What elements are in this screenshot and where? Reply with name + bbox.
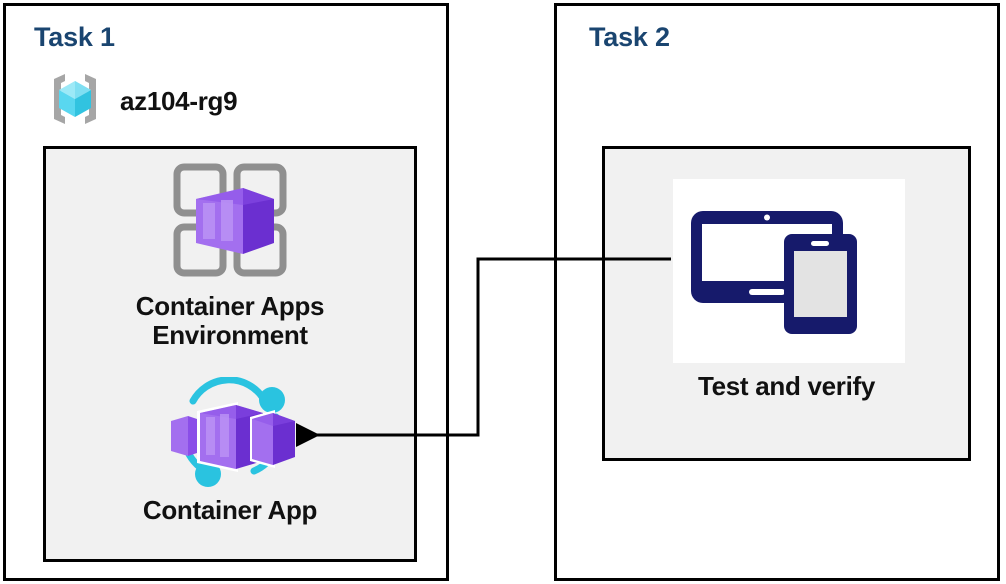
container-app-icon — [155, 376, 305, 492]
task-2-title: Task 2 — [589, 22, 670, 52]
resource-group-row: az104-rg9 — [42, 66, 238, 137]
node-container-app[interactable]: Container App — [46, 376, 414, 525]
container-apps-environment-label: Container Apps Environment — [135, 291, 325, 351]
resource-group-icon — [42, 66, 108, 137]
container-apps-environment-icon — [169, 159, 291, 288]
task-1-inner-box: Container Apps Environment — [43, 146, 417, 562]
task-2-panel: Task 2 Test an — [554, 3, 1000, 581]
container-app-label: Container App — [142, 495, 318, 525]
task-1-panel: Task 1 az104-rg9 — [3, 3, 449, 581]
node-container-apps-environment[interactable]: Container Apps Environment — [46, 159, 414, 350]
devices-image-tile[interactable] — [673, 179, 905, 363]
task-1-title: Task 1 — [34, 22, 115, 52]
resource-group-label: az104-rg9 — [120, 86, 238, 116]
task-2-inner-box: Test and verify — [602, 146, 971, 461]
test-and-verify-label: Test and verify — [697, 371, 876, 401]
devices-icon — [689, 194, 889, 349]
